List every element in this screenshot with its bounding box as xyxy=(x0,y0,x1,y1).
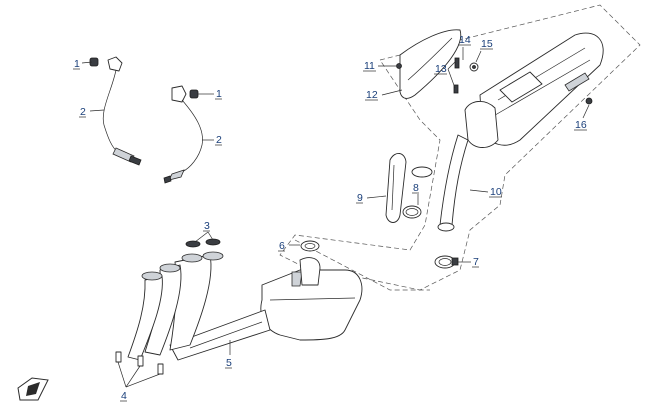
pipe-clamp xyxy=(434,255,459,269)
callout-c8: 8 xyxy=(413,182,419,194)
callout-c1a: 1 xyxy=(74,58,80,70)
leader-line-c13 xyxy=(447,68,456,89)
leader-line-c4 xyxy=(125,365,141,388)
assembly-boundary xyxy=(279,4,641,291)
leader-lines xyxy=(81,47,590,388)
leader-line-c3 xyxy=(194,231,209,243)
oxygen-sensor-right xyxy=(163,85,203,184)
heat-guard xyxy=(385,153,407,223)
callout-c13: 13 xyxy=(435,63,447,75)
callout-c2a: 2 xyxy=(80,106,86,118)
leader-line-c12 xyxy=(381,89,403,96)
callout-c3: 3 xyxy=(204,220,210,232)
callout-c15: 15 xyxy=(481,38,493,50)
front-direction-icon xyxy=(17,377,49,401)
callout-c5: 5 xyxy=(226,357,232,369)
header-pipes xyxy=(127,251,224,361)
callout-c12: 12 xyxy=(366,89,378,101)
leader-line-c13 xyxy=(447,61,456,70)
heat-shield-top xyxy=(396,29,462,99)
callout-c16: 16 xyxy=(575,119,587,131)
callout-c4: 4 xyxy=(121,390,127,402)
header-gaskets xyxy=(185,238,221,248)
leader-line-c16 xyxy=(582,104,590,119)
oxygen-sensor-left xyxy=(89,56,142,166)
leader-line-c4 xyxy=(117,361,127,388)
leader-line-c4 xyxy=(125,373,161,388)
catalytic-chamber xyxy=(169,257,363,361)
callout-c11: 11 xyxy=(364,60,375,72)
gasket xyxy=(300,240,320,252)
callout-c14: 14 xyxy=(459,34,471,46)
callout-c6: 6 xyxy=(279,240,285,252)
clamp xyxy=(402,166,433,219)
exhaust-studs xyxy=(115,351,164,375)
muffler xyxy=(437,32,604,232)
leader-line-c9 xyxy=(366,195,387,199)
assembly-boundary-lower xyxy=(294,239,430,291)
leader-line-c10 xyxy=(469,189,489,193)
callout-c10: 10 xyxy=(490,186,502,198)
callout-c7: 7 xyxy=(473,256,479,268)
callout-c2b: 2 xyxy=(216,134,222,146)
leader-line-c15 xyxy=(475,50,482,63)
leader-line-c2a xyxy=(89,109,105,112)
leader-line-c3 xyxy=(207,231,214,241)
leader-line-c1a xyxy=(81,61,93,64)
callout-c1b: 1 xyxy=(216,88,222,100)
mounting-bolts xyxy=(453,57,479,94)
callout-c9: 9 xyxy=(357,192,363,204)
